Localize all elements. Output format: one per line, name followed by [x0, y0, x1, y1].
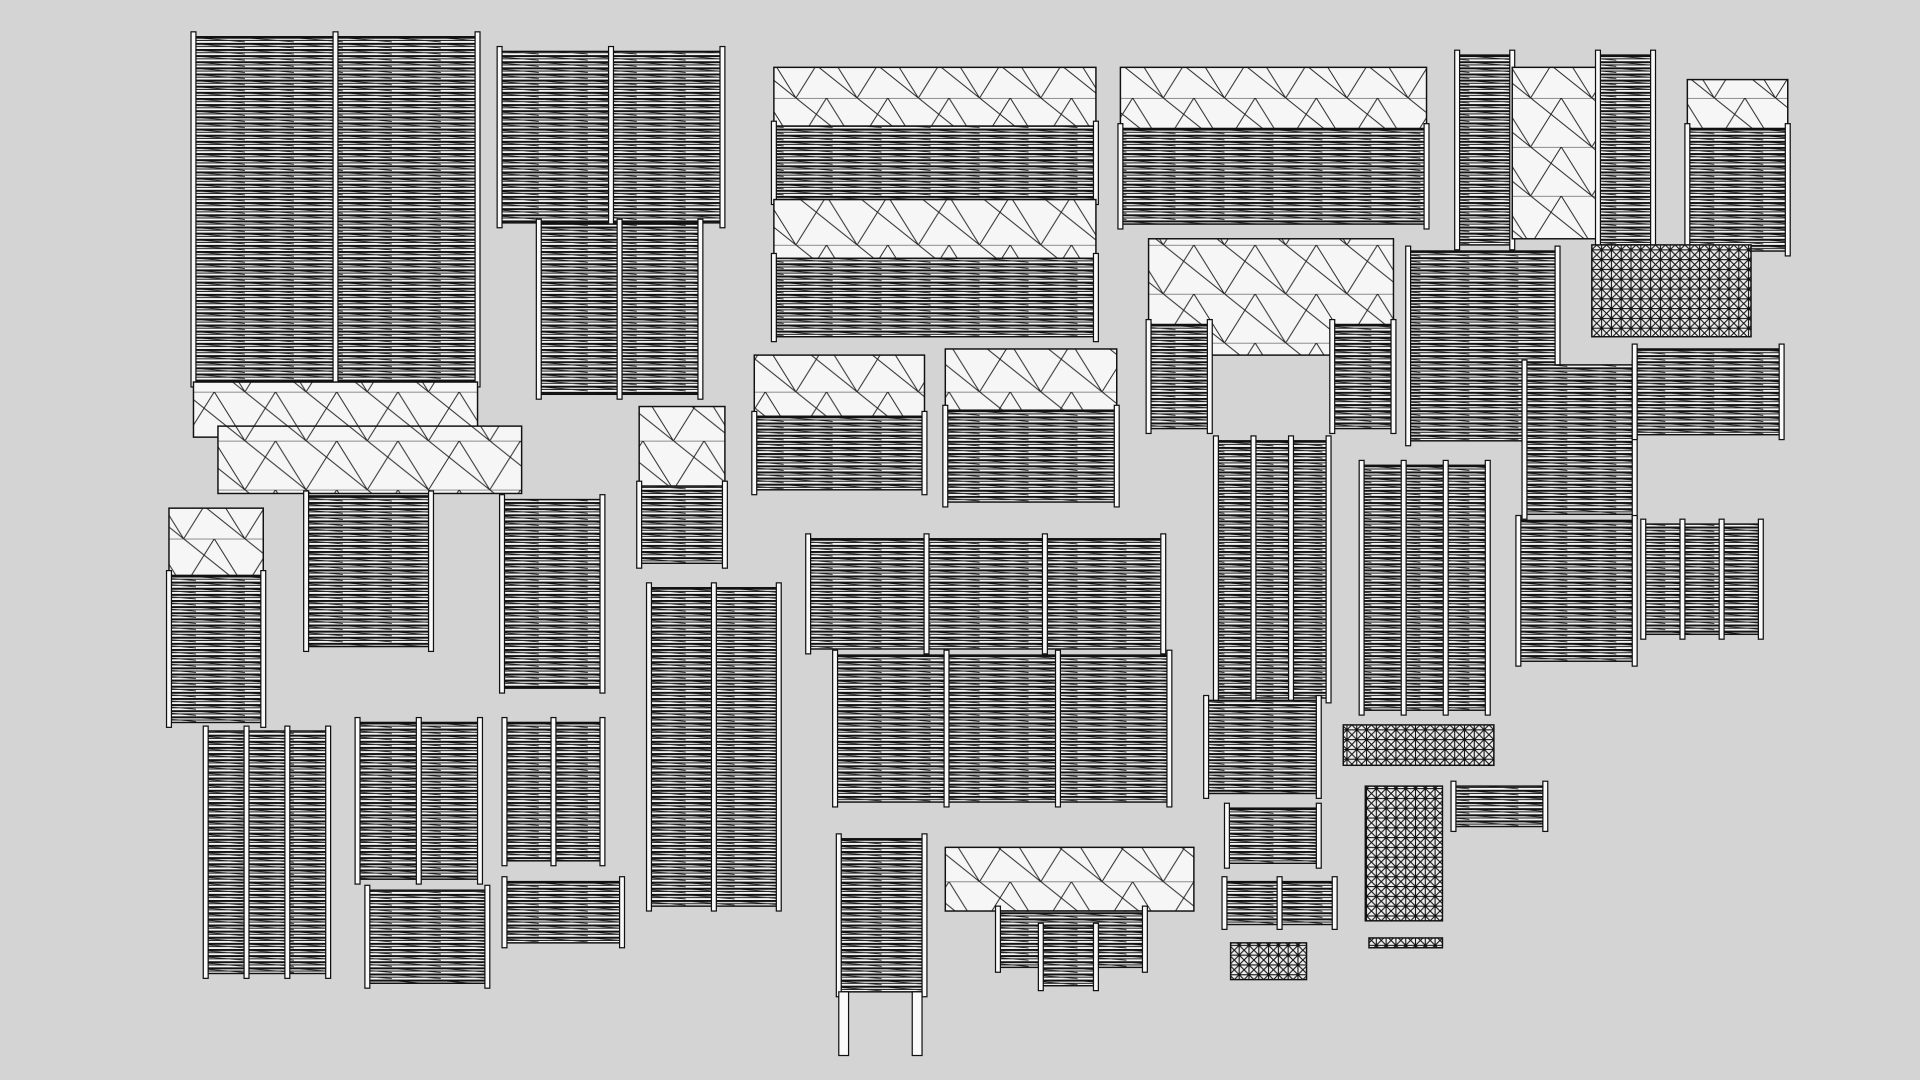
stair-model	[364, 884, 491, 989]
stair-model	[1329, 318, 1397, 435]
mesh-model	[1364, 785, 1444, 922]
stair-model	[354, 716, 484, 885]
landing-model	[773, 198, 1097, 260]
landing-model	[217, 425, 523, 495]
stair-model	[501, 876, 626, 949]
stair-model	[496, 45, 726, 229]
stair-leg	[838, 991, 850, 1057]
stair-model	[1594, 49, 1657, 251]
stair-model	[835, 833, 928, 998]
stair-model	[751, 410, 928, 496]
stair-model	[805, 533, 1167, 655]
stair-model	[1145, 318, 1213, 435]
stair-model	[1454, 49, 1516, 251]
stair-model	[832, 649, 1173, 808]
stair-model	[645, 582, 782, 912]
mesh-model	[1342, 724, 1495, 767]
stair-model	[501, 716, 606, 867]
landing-model	[1511, 66, 1599, 240]
stair-model	[1221, 876, 1338, 930]
stair-model	[535, 218, 704, 400]
stair-model	[303, 490, 435, 653]
stair-model	[1684, 123, 1791, 257]
landing-model	[168, 507, 264, 577]
stair-model	[1631, 343, 1785, 441]
stair-model	[770, 252, 1099, 343]
stair-model	[1521, 359, 1638, 520]
stair-model	[1223, 802, 1322, 869]
stair-model	[1212, 435, 1332, 704]
mesh-model	[1229, 942, 1308, 981]
stair-model	[1358, 459, 1491, 716]
stair-model	[942, 404, 1120, 508]
landing-model	[944, 348, 1118, 411]
stair-model	[202, 725, 332, 979]
stair-model	[190, 31, 481, 388]
stair-model	[498, 494, 606, 694]
stair-model	[1117, 123, 1430, 230]
stair-model	[165, 570, 267, 728]
landing-model	[638, 405, 726, 487]
stair-model	[1203, 694, 1322, 799]
landing-model	[753, 354, 926, 418]
mesh-model	[1591, 244, 1752, 338]
stair-model	[1037, 922, 1099, 992]
stair-model	[770, 120, 1099, 206]
stair-model	[1640, 518, 1764, 640]
stair-model	[1515, 514, 1638, 667]
stair-model	[1450, 780, 1549, 833]
mesh-model	[1368, 937, 1444, 949]
landing-model	[944, 846, 1195, 912]
landing-model	[773, 66, 1097, 127]
stair-leg	[911, 991, 923, 1057]
landing-model	[1119, 66, 1428, 130]
stair-model	[636, 480, 728, 569]
landing-model	[1686, 78, 1789, 130]
